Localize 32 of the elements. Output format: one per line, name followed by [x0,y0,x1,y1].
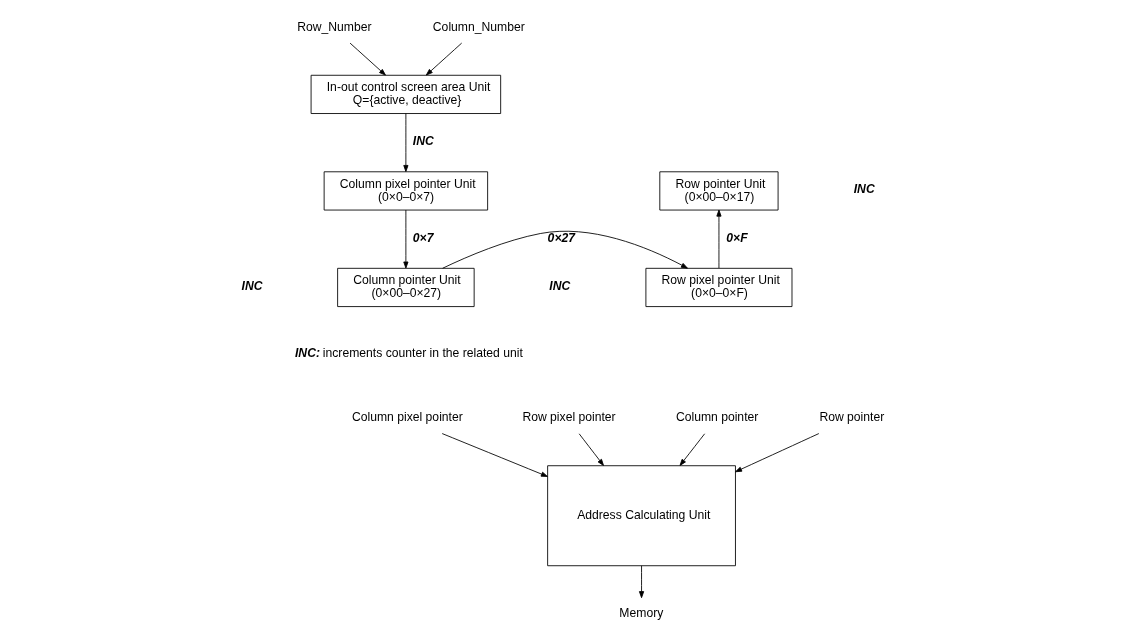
arrow [403,113,409,172]
node-text: Column pixel pointer [351,410,463,425]
node-text: Row pointer [819,410,885,425]
node-box: Address Calculating Unit [547,465,736,567]
node-text: Column_Number [432,19,525,34]
edge-label: 0×27 [547,230,576,245]
arrow [442,230,688,269]
arrow [679,433,706,466]
label: INC [853,182,875,197]
node-text: Column pointer [675,410,759,425]
arrow [578,433,604,466]
arrow [349,42,386,76]
node-text: Memory [619,605,664,620]
label: INC: increments counter in the related unit [295,345,523,360]
arrow [403,209,409,269]
arrow [639,565,645,599]
node-box: Row pixel pointer Unit (0×0–0×F) [645,267,793,308]
node-text: Row pixel pointer [522,410,616,425]
label: INC [549,278,571,293]
edge-label: INC [412,134,434,149]
node-box: In-out control screen area Unit Q={active, deactive} [310,74,502,114]
arrow [716,209,722,269]
node-box: Row pointer Unit (0×00–0×17) [659,171,779,211]
edge-label: 0×F [726,230,748,245]
arrow [441,433,548,477]
arrow [425,42,463,76]
node-text: Row_Number [297,19,372,34]
arrow [735,433,820,473]
edge-label: 0×7 [412,230,434,245]
node-box: Column pixel pointer Unit (0×0–0×7) [323,171,489,211]
node-box: Column pointer Unit (0×00–0×27) [337,267,475,308]
label: INC [241,278,263,293]
